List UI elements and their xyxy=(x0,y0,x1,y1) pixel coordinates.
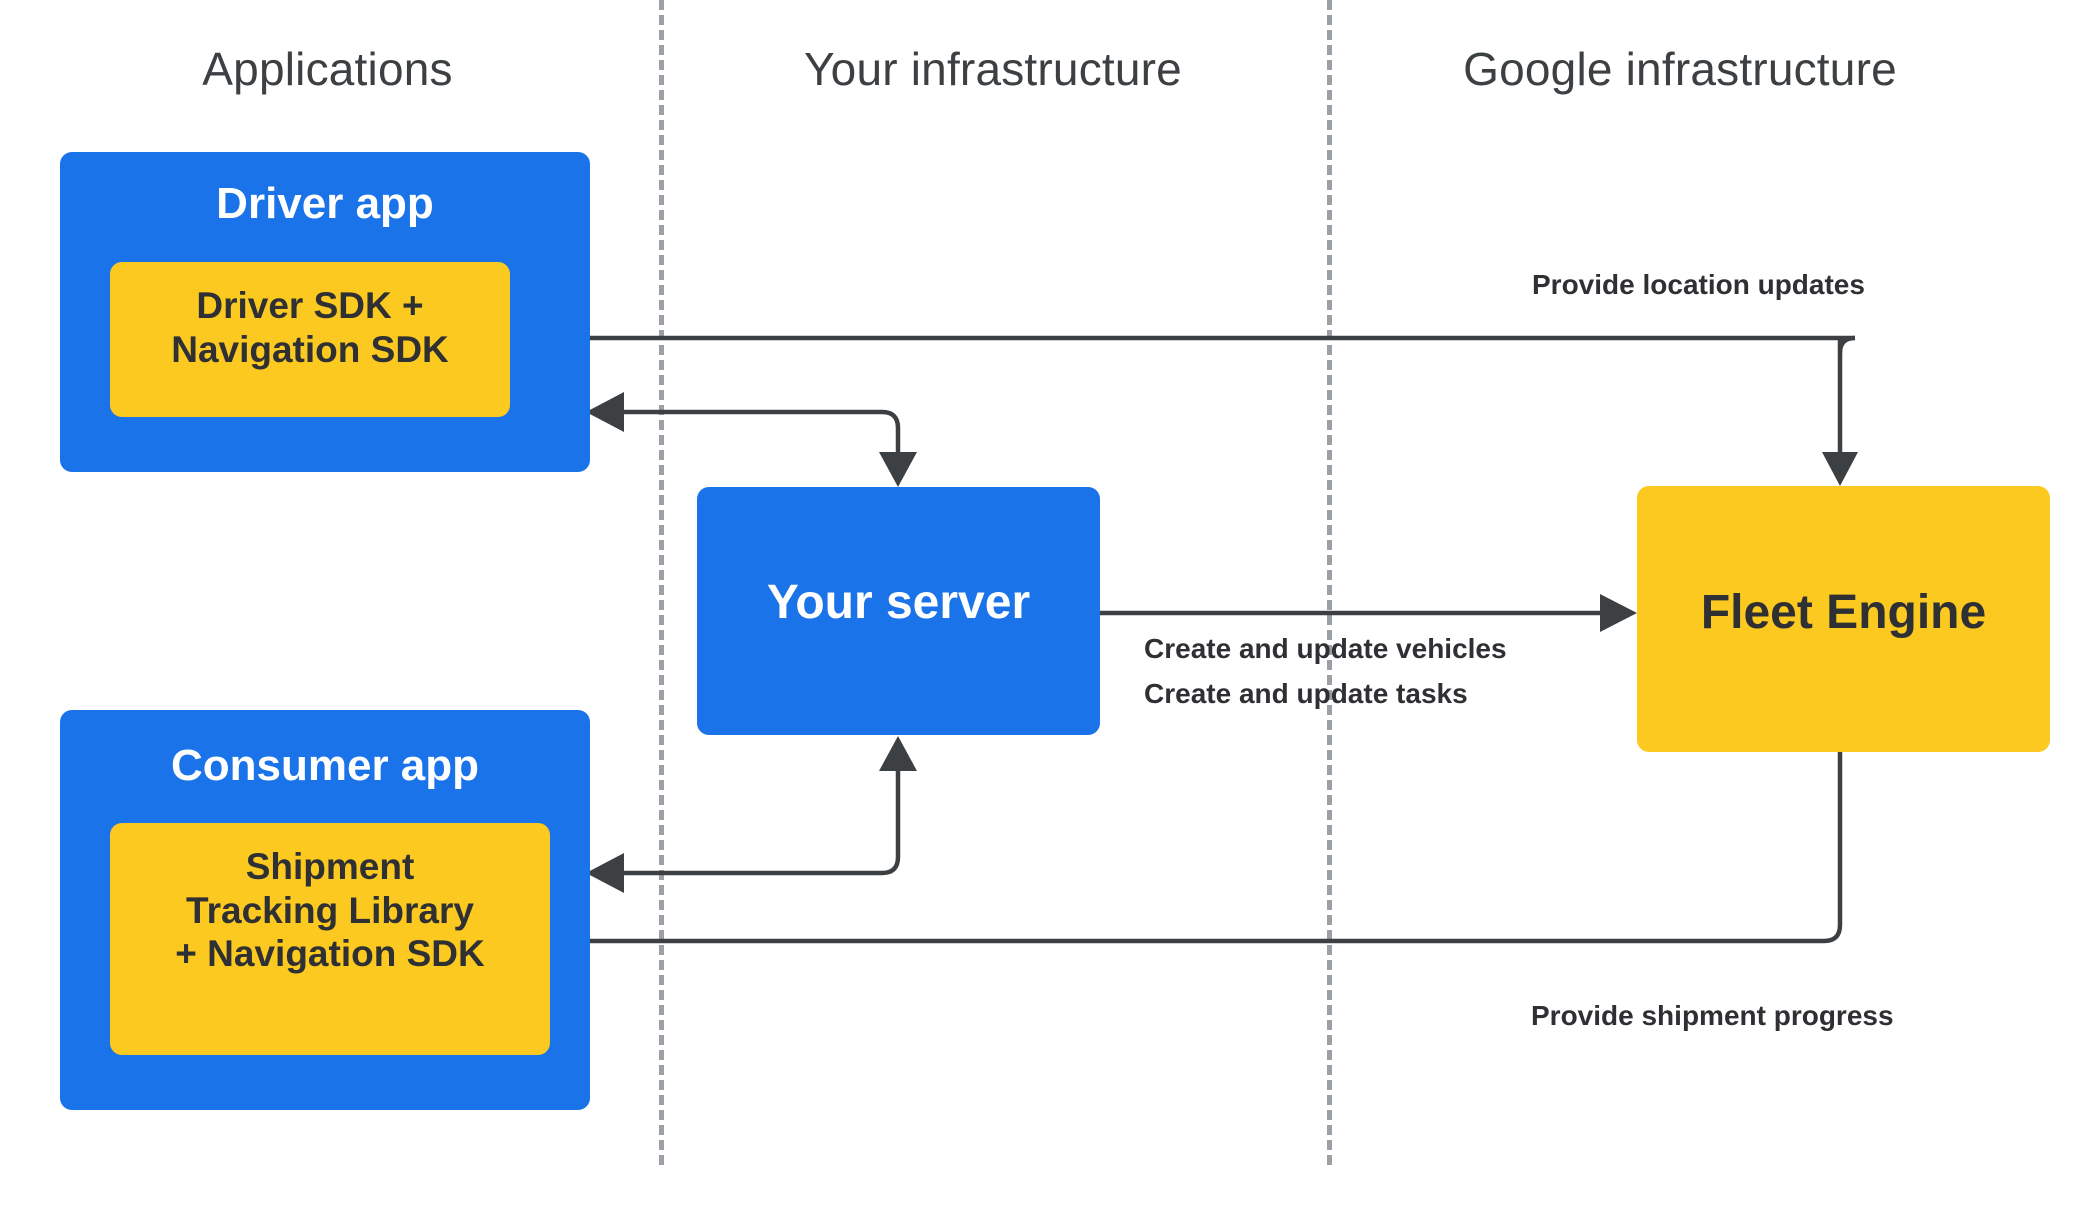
edge-your-server-to-consumer-app xyxy=(586,736,917,893)
edge-label-create-update-vehicles: Create and update vehicles xyxy=(1144,633,1507,664)
zone-divider-left xyxy=(659,0,664,1165)
arrowhead-left-consumer-app xyxy=(586,853,624,893)
edge-fleet-engine-to-driver-sdk xyxy=(549,320,1858,486)
arrowhead-up-your-server-bottom xyxy=(879,736,917,771)
node-driver-app[interactable]: Driver app Driver SDK + Navigation SDK xyxy=(60,152,590,472)
arrowhead-down-fleet-engine xyxy=(1822,452,1858,486)
zone-divider-right xyxy=(1327,0,1332,1165)
edge-label-create-update-tasks: Create and update tasks xyxy=(1144,678,1468,709)
node-your-server[interactable]: Your server xyxy=(697,487,1100,735)
zone-title-google-infrastructure: Google infrastructure xyxy=(1463,43,1897,95)
arrowhead-right-fleet-engine xyxy=(1600,594,1637,632)
edge-label-provide-shipment-progress: Provide shipment progress xyxy=(1531,1000,1894,1031)
node-shipment-tracking-library-label: Shipment Tracking Library + Navigation S… xyxy=(175,846,485,975)
zone-title-applications: Applications xyxy=(202,43,453,95)
node-shipment-tracking-library[interactable]: Shipment Tracking Library + Navigation S… xyxy=(110,823,550,1055)
zone-title-your-infrastructure: Your infrastructure xyxy=(804,43,1182,95)
edge-label-provide-location-updates: Provide location updates xyxy=(1532,269,1865,300)
node-driver-app-title: Driver app xyxy=(216,179,434,228)
edge-fleet-engine-to-shipment-tracking xyxy=(543,752,1843,960)
arrowhead-down-your-server-top xyxy=(879,452,917,487)
node-fleet-engine[interactable]: Fleet Engine xyxy=(1637,486,2050,752)
node-driver-sdk[interactable]: Driver SDK + Navigation SDK xyxy=(110,262,510,417)
node-consumer-app-title: Consumer app xyxy=(170,741,480,790)
edge-your-server-to-driver-app xyxy=(586,392,917,487)
arrowhead-left-driver-app xyxy=(586,392,624,432)
node-your-server-title: Your server xyxy=(766,576,1031,629)
node-consumer-app[interactable]: Consumer app Shipment Tracking Library +… xyxy=(60,710,590,1110)
edge-your-server-to-fleet-engine xyxy=(1100,594,1637,632)
node-fleet-engine-title: Fleet Engine xyxy=(1700,586,1987,639)
node-driver-sdk-label: Driver SDK + Navigation SDK xyxy=(171,285,449,370)
